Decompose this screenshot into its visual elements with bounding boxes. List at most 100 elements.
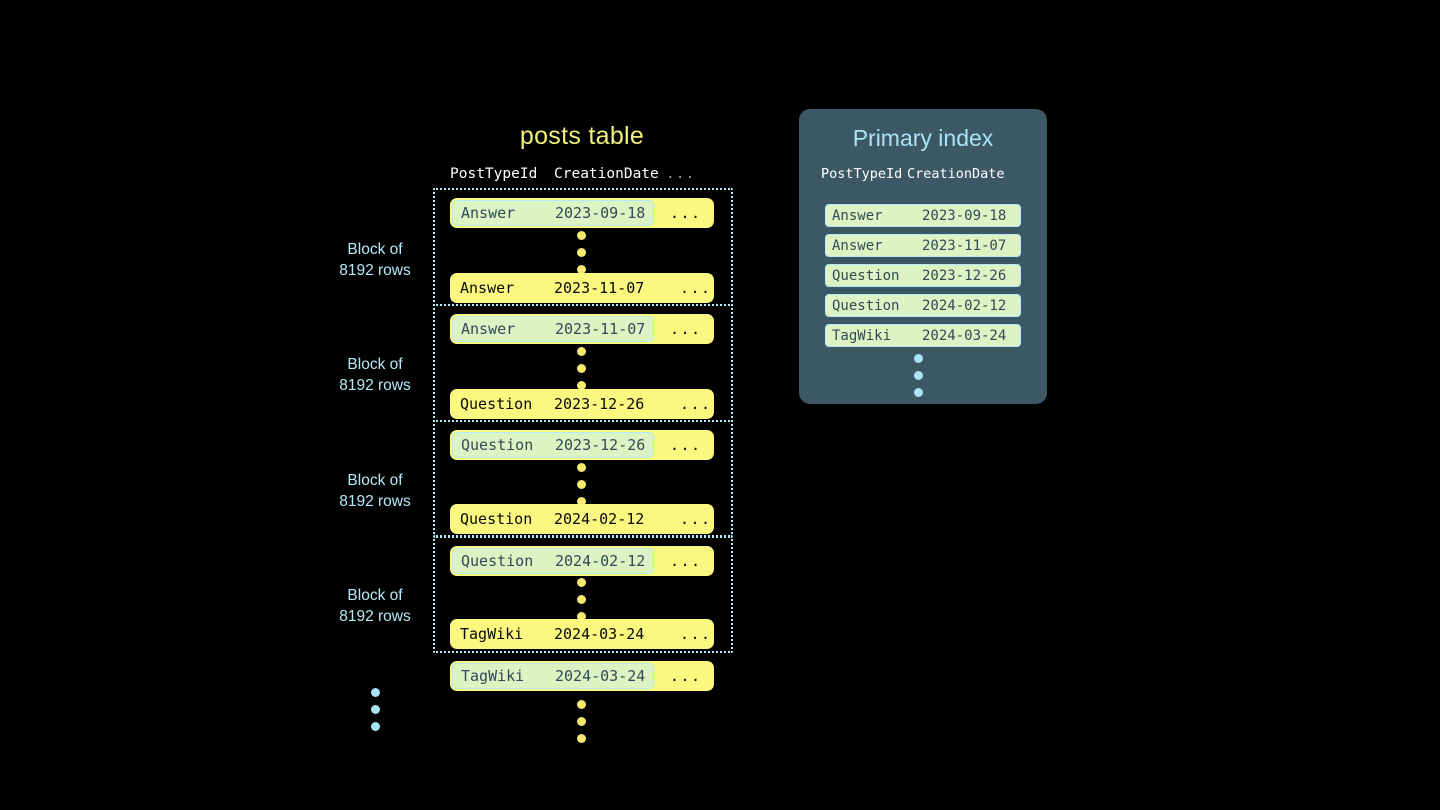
index-cell-creationdate: 2023-12-26 bbox=[922, 267, 1007, 284]
dot bbox=[577, 265, 586, 274]
row-gap-dots bbox=[577, 463, 586, 506]
dot bbox=[914, 388, 923, 397]
table-row: TagWiki 2024-03-24 ... bbox=[450, 619, 714, 649]
cell-creationdate: 2023-12-26 bbox=[554, 395, 645, 413]
cell-ellipsis: ... bbox=[670, 204, 702, 222]
block-label-4-line1: Block of bbox=[347, 587, 403, 604]
index-cell-posttypeid: Question bbox=[832, 297, 900, 314]
table-row: Answer 2023-09-18 ... bbox=[450, 198, 714, 228]
cell-ellipsis: ... bbox=[680, 395, 712, 413]
dot bbox=[577, 248, 586, 257]
column-header-ellipsis: ... bbox=[666, 166, 696, 182]
cell-ellipsis: ... bbox=[670, 320, 702, 338]
cell-posttypeid: Question bbox=[461, 436, 534, 454]
index-entry-row: Answer 2023-09-18 bbox=[825, 204, 1021, 227]
dot bbox=[577, 595, 586, 604]
cell-creationdate: 2024-02-12 bbox=[554, 510, 645, 528]
row-gap-dots bbox=[577, 347, 586, 390]
cell-posttypeid: Answer bbox=[460, 279, 515, 297]
table-row: Question 2023-12-26 ... bbox=[450, 389, 714, 419]
dot bbox=[914, 371, 923, 380]
dot bbox=[371, 688, 380, 697]
dot bbox=[914, 354, 923, 363]
dot bbox=[577, 381, 586, 390]
cell-creationdate: 2024-03-24 bbox=[554, 625, 645, 643]
index-entry-row: TagWiki 2024-03-24 bbox=[825, 324, 1021, 347]
block-label-1: Block of 8192 rows bbox=[300, 239, 450, 281]
cell-ellipsis: ... bbox=[670, 552, 702, 570]
row-gap-dots bbox=[577, 578, 586, 621]
primary-index-panel: Primary index PostTypeId CreationDate An… bbox=[799, 109, 1047, 404]
cell-posttypeid: Answer bbox=[461, 320, 516, 338]
dot bbox=[577, 231, 586, 240]
index-cell-creationdate: 2024-03-24 bbox=[922, 327, 1007, 344]
dot bbox=[577, 717, 586, 726]
dot bbox=[577, 578, 586, 587]
index-cell-creationdate: 2023-09-18 bbox=[922, 207, 1007, 224]
index-cell-creationdate: 2023-11-07 bbox=[922, 237, 1007, 254]
index-cell-creationdate: 2024-02-12 bbox=[922, 297, 1007, 314]
cell-creationdate: 2023-09-18 bbox=[555, 204, 646, 222]
posts-table-title: posts table bbox=[519, 122, 645, 150]
dot bbox=[577, 700, 586, 709]
primary-index-title: Primary index bbox=[852, 125, 994, 151]
index-cell-posttypeid: Question bbox=[832, 267, 900, 284]
dot bbox=[577, 734, 586, 743]
column-header-posttypeid: PostTypeId bbox=[450, 166, 538, 182]
index-cell-posttypeid: Answer bbox=[832, 237, 883, 254]
block-label-1-line2: 8192 rows bbox=[339, 262, 411, 279]
indexed-row-highlight: Answer 2023-11-07 bbox=[452, 316, 654, 342]
block-label-3-line1: Block of bbox=[347, 472, 403, 489]
dot bbox=[577, 480, 586, 489]
block-label-4: Block of 8192 rows bbox=[300, 585, 450, 627]
block-outline-3 bbox=[433, 420, 733, 538]
dot bbox=[577, 612, 586, 621]
table-row: Question 2024-02-12 ... bbox=[450, 546, 714, 576]
posts-table-column-headers: PostTypeId CreationDate ... bbox=[450, 166, 714, 182]
cell-posttypeid: Question bbox=[461, 552, 534, 570]
block-label-3: Block of 8192 rows bbox=[300, 470, 450, 512]
indexed-row-highlight: Question 2024-02-12 bbox=[452, 548, 654, 574]
block-continuation-dots bbox=[371, 688, 380, 731]
block-label-3-line2: 8192 rows bbox=[339, 493, 411, 510]
cell-ellipsis: ... bbox=[680, 279, 712, 297]
index-continuation-dots bbox=[914, 354, 923, 397]
table-row: TagWiki 2024-03-24 ... bbox=[450, 661, 714, 691]
table-continuation-dots bbox=[577, 700, 586, 743]
column-header-creationdate: CreationDate bbox=[554, 166, 659, 182]
primary-index-column-headers: PostTypeId CreationDate bbox=[821, 166, 1025, 182]
cell-ellipsis: ... bbox=[680, 625, 712, 643]
block-label-4-line2: 8192 rows bbox=[339, 608, 411, 625]
index-column-header-creationdate: CreationDate bbox=[907, 166, 1005, 182]
cell-ellipsis: ... bbox=[670, 667, 702, 685]
cell-posttypeid: TagWiki bbox=[461, 667, 525, 685]
table-row: Answer 2023-11-07 ... bbox=[450, 273, 714, 303]
block-label-1-line1: Block of bbox=[347, 241, 403, 258]
cell-posttypeid: Answer bbox=[461, 204, 516, 222]
cell-creationdate: 2024-02-12 bbox=[555, 552, 646, 570]
indexed-row-highlight: Question 2023-12-26 bbox=[452, 432, 654, 458]
cell-ellipsis: ... bbox=[680, 510, 712, 528]
cell-creationdate: 2023-12-26 bbox=[555, 436, 646, 454]
dot bbox=[371, 722, 380, 731]
dot bbox=[577, 463, 586, 472]
dot bbox=[577, 364, 586, 373]
index-entry-row: Question 2023-12-26 bbox=[825, 264, 1021, 287]
dot bbox=[577, 497, 586, 506]
block-outline-4 bbox=[433, 535, 733, 653]
dot bbox=[577, 347, 586, 356]
table-row: Question 2023-12-26 ... bbox=[450, 430, 714, 460]
index-entry-row: Answer 2023-11-07 bbox=[825, 234, 1021, 257]
cell-creationdate: 2023-11-07 bbox=[555, 320, 646, 338]
cell-posttypeid: TagWiki bbox=[460, 625, 524, 643]
table-row: Answer 2023-11-07 ... bbox=[450, 314, 714, 344]
cell-posttypeid: Question bbox=[460, 395, 533, 413]
block-label-2: Block of 8192 rows bbox=[300, 354, 450, 396]
table-row: Question 2024-02-12 ... bbox=[450, 504, 714, 534]
indexed-row-highlight: Answer 2023-09-18 bbox=[452, 200, 654, 226]
block-label-2-line1: Block of bbox=[347, 356, 403, 373]
block-label-2-line2: 8192 rows bbox=[339, 377, 411, 394]
index-cell-posttypeid: Answer bbox=[832, 207, 883, 224]
cell-ellipsis: ... bbox=[670, 436, 702, 454]
